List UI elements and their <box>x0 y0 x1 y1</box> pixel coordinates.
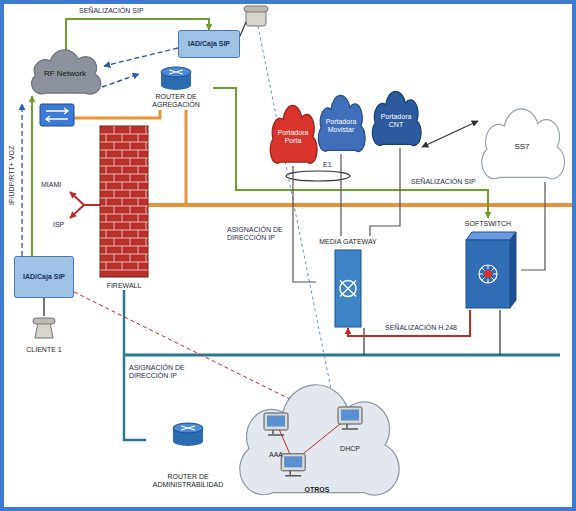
connector <box>340 154 341 236</box>
iad-box: IAD/Caja SIP <box>178 30 240 58</box>
connector <box>370 148 400 236</box>
connector <box>422 121 478 147</box>
client-phone: CLIENTE 1 <box>18 316 70 355</box>
carrier-cloud-shape <box>318 95 365 151</box>
server-pc-shape <box>338 407 362 429</box>
sip-phone <box>244 6 268 12</box>
iad-box-shape <box>15 257 74 298</box>
services-cloud-outline <box>232 390 402 500</box>
aggregation-switch <box>40 104 74 126</box>
aggregation-switch <box>46 108 68 122</box>
dashed-links <box>104 48 178 66</box>
media-gateway: MEDIA GATEWAY <box>316 236 380 328</box>
services-cloud-shape <box>240 385 399 495</box>
iad-box: IAD/Caja SIP <box>14 256 74 298</box>
server-pc: AAA <box>254 410 298 460</box>
carrier-cloud-shape <box>372 91 421 145</box>
server-pc-shape <box>264 413 288 435</box>
node-label: AAA <box>269 451 283 459</box>
edge-label: IP/UDP/RTT+ VOZ <box>8 145 16 206</box>
server-pc: DHCP <box>328 404 372 454</box>
connector <box>521 182 545 270</box>
connector <box>348 310 470 336</box>
node-label: MEDIA GATEWAY <box>319 238 376 246</box>
node-label: Portadora Porta <box>276 129 310 145</box>
internet-fork <box>70 192 100 205</box>
firewall: FIREWALL <box>100 126 148 291</box>
router-icon: ROUTER DE AGREGACIÓN <box>139 64 213 110</box>
connector <box>213 88 488 218</box>
node-label: Portadora Movistar <box>324 118 358 134</box>
dashed-links <box>258 26 334 404</box>
teal-backbone <box>363 328 364 355</box>
node-label: ROUTER DE ADMINISTRABILIDAD <box>147 473 229 489</box>
client-phone-shape <box>33 318 55 338</box>
media-gateway-outline <box>316 236 380 328</box>
iad-box-shape <box>179 31 240 58</box>
dashed-links <box>21 104 22 256</box>
aggregation-switch <box>40 104 74 126</box>
orange-backbone <box>74 110 160 118</box>
connector <box>43 298 45 316</box>
router-icon: ROUTER DE ADMINISTRABILIDAD <box>146 420 230 490</box>
edge-label: SEÑALIZACIÓN SIP <box>410 178 477 186</box>
softswitch-shape <box>466 232 516 308</box>
ss7-cloud: SS7 <box>478 112 566 182</box>
carrier-cloud: Portadora Porta <box>268 108 318 166</box>
node-label: IAD/Caja SIP <box>188 40 230 48</box>
node-label: SOFTSWITCH <box>465 220 511 228</box>
node-label: OTROS <box>305 486 330 494</box>
router-icon-shape <box>161 67 191 90</box>
internet-fork <box>70 205 84 218</box>
annotation-label: ISP <box>52 221 65 229</box>
firewall-shape <box>100 126 148 277</box>
annotation-label: ASIGNACIÓN DE DIRECCIÓN IP <box>226 226 290 242</box>
annotation-label: MIAMI <box>40 181 62 189</box>
services-cloud: OTROS AAA DHCP <box>232 390 402 500</box>
teal-backbone <box>499 310 500 355</box>
node-label: FIREWALL <box>107 282 142 290</box>
node-label: Portadora CNT <box>379 113 413 129</box>
internet-fork <box>70 192 100 218</box>
node-label: DHCP <box>340 445 360 453</box>
carrier-cloud: Portadora CNT <box>370 94 422 148</box>
firewall-outline <box>100 126 148 291</box>
sip-phone <box>240 6 268 36</box>
annotation-label: ASIGNACIÓN DE DIRECCIÓN IP <box>128 364 202 380</box>
annotation-label: E1 <box>322 161 333 169</box>
orange-backbone <box>185 110 188 205</box>
node-label: CLIENTE 1 <box>26 346 61 354</box>
softswitch: SOFTSWITCH <box>455 218 521 310</box>
ss7-cloud-shape <box>482 109 565 179</box>
softswitch-outline <box>455 218 521 310</box>
network-cloud-shape <box>31 50 100 94</box>
teal-backbone <box>124 354 560 357</box>
carrier-cloud: Portadora Movistar <box>316 98 366 154</box>
node-label: SS7 <box>514 142 529 151</box>
network-cloud: RF Network <box>28 52 102 96</box>
carrier-cloud-shape <box>270 105 317 163</box>
media-gateway-shape <box>335 250 361 327</box>
orange-backbone <box>148 203 572 207</box>
connector <box>293 166 316 282</box>
connector <box>31 96 33 256</box>
node-label: ROUTER DE AGREGACIÓN <box>141 93 211 109</box>
connector <box>102 74 139 87</box>
sip-phone <box>240 22 246 36</box>
node-label: IAD/Caja SIP <box>23 273 65 281</box>
edge-label: SEÑALIZACIÓN H.248 <box>384 324 458 332</box>
node-label: RF Network <box>44 69 86 78</box>
dashed-links <box>22 26 334 404</box>
edge-label: SEÑALIZACIÓN SIP <box>78 7 145 15</box>
router-icon-shape <box>173 423 203 446</box>
